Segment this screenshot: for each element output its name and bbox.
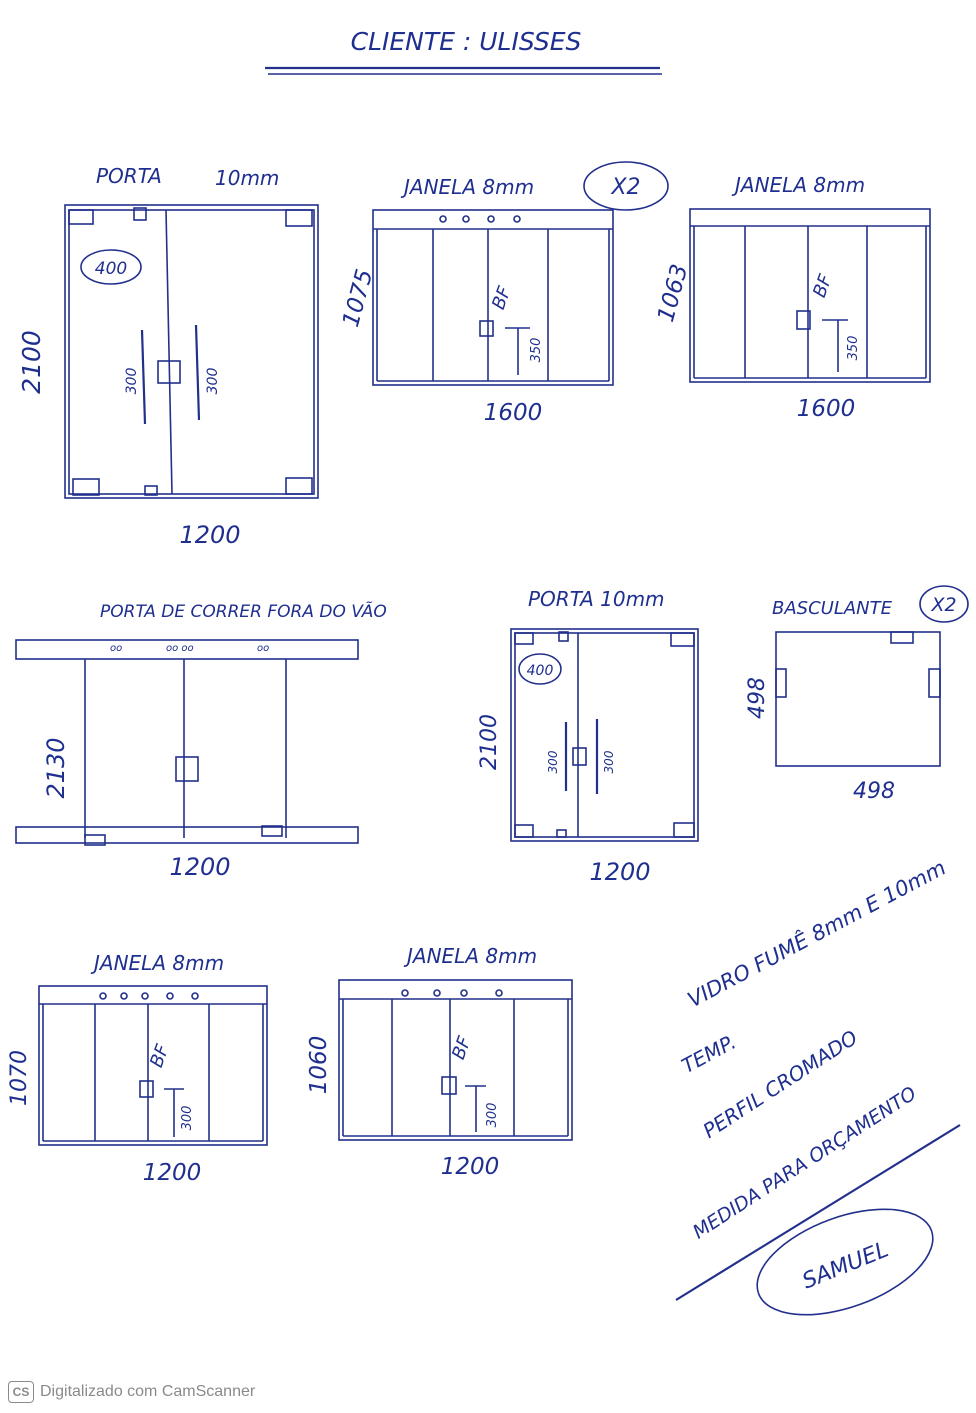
janela-3-height: 1070 [7, 1050, 32, 1106]
janela-3-width: 1200 [143, 1160, 202, 1186]
janela-1-drawing: JANELA 8mm X2 BF 350 1075 1600 [338, 161, 669, 426]
janela-2-label: JANELA 8mm [731, 173, 865, 197]
janela-1-lock-height: 350 [529, 338, 544, 363]
janela-2-width: 1600 [797, 396, 856, 422]
janela-4-height: 1060 [306, 1036, 332, 1095]
porta-1-height: 2100 [17, 330, 46, 394]
janela-1-qty: X2 [610, 175, 640, 200]
janela-3-drawing: JANELA 8mm BF 300 1070 1200 [7, 951, 268, 1186]
porta-2-height: 2100 [477, 714, 502, 770]
porta-2-drawing: PORTA 10mm 400 300 300 2100 1200 [477, 587, 699, 886]
janela-3-lock: BF [146, 1041, 174, 1070]
porta-1-handle-left: 300 [124, 368, 140, 395]
porta-1-tag: 400 [95, 259, 127, 279]
page-title: CLIENTE : ULISSES [351, 27, 582, 56]
basculante-qty: X2 [930, 594, 956, 616]
svg-text:oo: oo [257, 643, 269, 654]
svg-text:oo oo: oo oo [166, 643, 194, 654]
janela-2-lock: BF [809, 271, 837, 300]
porta-correr-rollers: oo [110, 643, 122, 654]
basculante-height: 498 [745, 677, 770, 719]
signature-circle [756, 1208, 934, 1316]
janela-4-lock-height: 300 [485, 1103, 500, 1128]
porta-correr-width: 1200 [169, 853, 230, 881]
janela-2-height: 1063 [653, 262, 693, 325]
basculante-width: 498 [853, 779, 895, 804]
janela-2-lock-height: 350 [846, 336, 861, 361]
porta-1-width: 1200 [179, 521, 240, 549]
note-temp: TEMP. [678, 1030, 740, 1078]
janela-1-label: JANELA 8mm [400, 175, 534, 199]
porta-2-width: 1200 [589, 858, 650, 886]
janela-3-label: JANELA 8mm [90, 951, 224, 975]
porta-2-handle-right: 300 [602, 750, 616, 773]
janela-3-lock-height: 300 [180, 1106, 195, 1131]
porta-2-handle-left: 300 [546, 750, 560, 773]
signature: SAMUEL [799, 1237, 892, 1294]
footer-text: Digitalizado com CamScanner [40, 1383, 256, 1400]
porta-correr-drawing: PORTA DE CORRER FORA DO VÃO oo oo oo oo … [15, 600, 387, 881]
porta-2-tag: 400 [527, 663, 554, 679]
basculante-drawing: BASCULANTE X2 498 498 [745, 585, 969, 804]
porta-correr-label: PORTA DE CORRER FORA DO VÃO [100, 600, 387, 622]
porta-1-handle-right: 300 [205, 368, 221, 395]
porta-1-spec: 10mm [215, 166, 279, 190]
janela-4-drawing: JANELA 8mm BF 300 1060 1200 [306, 944, 573, 1180]
porta-correr-height: 2130 [42, 737, 70, 798]
note-vidro: VIDRO FUMÊ 8mm E 10mm [683, 855, 950, 1013]
notes-block: VIDRO FUMÊ 8mm E 10mm TEMP. PERFIL CROMA… [675, 855, 961, 1316]
janela-4-label: JANELA 8mm [403, 944, 537, 968]
janela-2-drawing: JANELA 8mm BF 350 1063 1600 [653, 173, 931, 422]
scanner-footer: CS Digitalizado com CamScanner [8, 1381, 255, 1403]
porta-1-drawing: PORTA 10mm 400 300 300 2100 1200 [17, 164, 319, 549]
signature-stroke [675, 1124, 961, 1301]
camscanner-logo-icon: CS [8, 1381, 34, 1403]
porta-2-label: PORTA 10mm [528, 587, 665, 611]
porta-1-label: PORTA [96, 164, 162, 188]
janela-4-width: 1200 [441, 1154, 500, 1180]
basculante-label: BASCULANTE [772, 598, 893, 619]
janela-4-lock: BF [448, 1033, 476, 1062]
janela-1-lock: BF [488, 283, 516, 312]
janela-1-width: 1600 [484, 400, 543, 426]
